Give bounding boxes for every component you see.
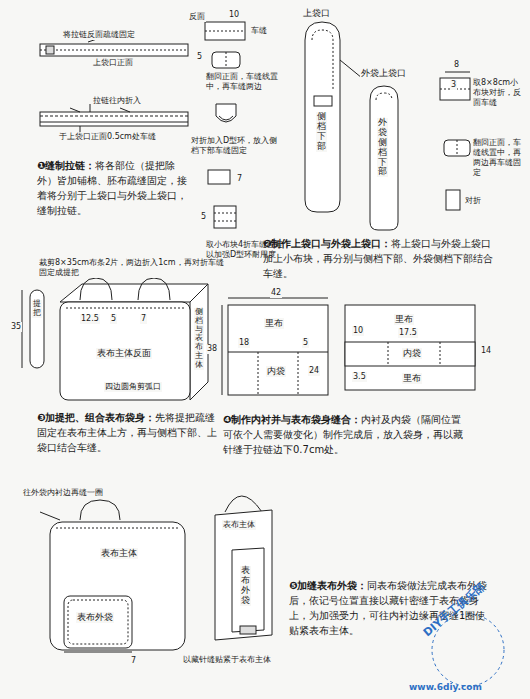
part-label: 往外袋内衬边再缝一圈	[22, 488, 134, 498]
dimension-number: 3.5	[352, 372, 367, 382]
dimension-number: 10	[228, 10, 240, 20]
part-label: 裁剪8×35cm布条2片，两边折入1cm，再对折车缝固定成提把	[38, 258, 232, 278]
part-label: 上袋口正面	[92, 58, 134, 68]
step-text: ❸加提把、组合表布袋身：先将提把疏缝固定在表布主体上方，再与侧档下部、上袋口结合…	[36, 410, 220, 455]
dimension-number: 7	[140, 314, 147, 324]
dimension-number: 14	[480, 346, 492, 356]
part-label: 上袋口	[302, 8, 331, 19]
part-label: 表布外袋	[76, 612, 114, 623]
part-label: 表布主体	[100, 548, 138, 559]
part-label: 车缝	[250, 26, 268, 36]
part-label: 翻回正面，车缝线置中，再车缝两边	[205, 72, 287, 92]
dimension-number: 18	[238, 338, 250, 348]
dimension-number: 5	[196, 52, 203, 62]
step-text: ❹制作内衬并与表布袋身缝合：内衬及内袋（隔间位置可依个人需要做变化）制作完成后，…	[222, 412, 468, 457]
part-label: 翻回正面，车缝线置中，再两边再车缝固定	[472, 138, 526, 178]
vertical-label: 提把	[32, 300, 42, 318]
vertical-label: 侧档与表布主体	[194, 308, 204, 370]
part-label: 里布	[394, 314, 414, 325]
part-label: 里布	[402, 373, 422, 384]
dimension-number: 5	[200, 212, 207, 222]
part-label: 拉链往内折入	[92, 96, 142, 106]
dimension-number: 7	[236, 174, 243, 184]
dimension-number: 7	[130, 656, 137, 666]
dimension-number: 12.5	[80, 314, 100, 324]
part-label: 表布主体	[222, 520, 256, 530]
part-label: 里布	[264, 318, 284, 329]
step-text: ❶缝制拉链：将各部位（提把除外）皆加铺棉、胚布疏缝固定，接着将分别于上袋口与外袋…	[36, 158, 192, 218]
dimension-number: 5	[302, 338, 309, 348]
dimension-number: 35	[10, 322, 22, 332]
part-label: 外袋上袋口	[360, 68, 407, 79]
vertical-label: 外袋侧档下部	[377, 118, 388, 177]
step-text: ❷制作上袋口与外袋上袋口：将上袋口与外袋上袋口加上小布块，再分别与侧档下部、外袋…	[262, 236, 502, 281]
dimension-number: 17.5	[398, 328, 418, 338]
dimension-number: 8	[453, 60, 460, 70]
vertical-label: 侧档下部	[316, 112, 327, 152]
dimension-number: 3	[450, 80, 457, 90]
dimension-number: 5	[110, 314, 117, 324]
watermark-url: www.6diy.com	[408, 682, 483, 693]
part-label: 四边圆角剪弧口	[104, 382, 162, 392]
part-label: 内袋	[266, 366, 286, 377]
part-label: 将拉链反面疏缝固定	[62, 30, 136, 40]
part-label: 取8×8cm小布块对折，反面车缝	[472, 78, 526, 108]
dimension-number: 10	[352, 326, 364, 336]
part-label: 对折加入D型环，放入侧档下部车缝固定	[190, 136, 284, 156]
dimension-number: 24	[308, 366, 320, 376]
part-label: 表布主体反面	[96, 348, 152, 359]
part-label: 以藏针缝贴紧于表布主体	[182, 655, 288, 665]
vertical-label: 表布外袋	[240, 566, 251, 606]
dimension-number: 42	[270, 288, 282, 298]
part-label: 对折	[464, 196, 482, 206]
dimension-number: 38	[206, 344, 218, 354]
part-label: 内袋	[402, 348, 422, 359]
part-label: 于上袋口正面0.5cm处车缝	[58, 132, 157, 142]
part-label: 反面	[188, 12, 206, 22]
